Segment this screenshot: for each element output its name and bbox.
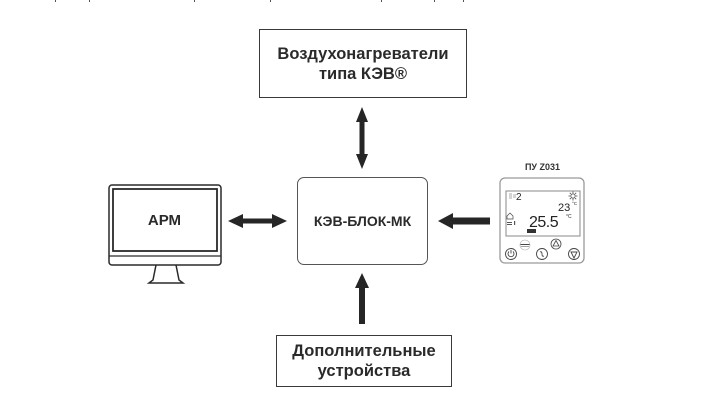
sun-icon <box>568 191 578 201</box>
arrow-workstation-controller <box>228 214 287 228</box>
control-panel-title: ПУ Z031 <box>524 162 561 172</box>
monitor-icon <box>108 184 222 284</box>
fan-speed-icon <box>509 193 516 199</box>
fan-button-icon <box>536 248 548 260</box>
mode-indicator <box>527 229 536 233</box>
arrow-extra-controller <box>355 273 369 324</box>
workstation-label: АРМ <box>147 211 182 229</box>
home-icon <box>506 212 514 220</box>
arrow-heaters-controller <box>356 107 368 169</box>
thermostat-panel-icon <box>499 177 585 264</box>
heaters-label: Воздухонагреватели типа КЭВ® <box>277 44 449 83</box>
menu-button-icon <box>519 239 531 251</box>
heating-indicator-icon <box>507 221 516 225</box>
controller-box: КЭВ-БЛОК-МК <box>297 177 428 265</box>
heaters-box: Воздухонагреватели типа КЭВ® <box>259 29 467 98</box>
cropped-top-marks <box>55 0 464 2</box>
current-temp-value: 25.5 <box>529 214 559 231</box>
extra-devices-label: Дополнительные устройства <box>292 342 436 380</box>
arrow-panel-controller <box>438 213 490 229</box>
set-temp-value: 23 <box>558 202 570 214</box>
power-button-icon <box>505 248 517 260</box>
fan-speed-value: 2 <box>516 192 522 203</box>
set-temp-unit: °C <box>572 201 578 206</box>
up-button-icon <box>550 238 562 250</box>
extra-devices-box: Дополнительные устройства <box>276 335 452 387</box>
down-button-icon <box>568 248 580 260</box>
controller-label: КЭВ-БЛОК-МК <box>313 213 412 229</box>
current-temp-unit: °C <box>566 214 572 220</box>
